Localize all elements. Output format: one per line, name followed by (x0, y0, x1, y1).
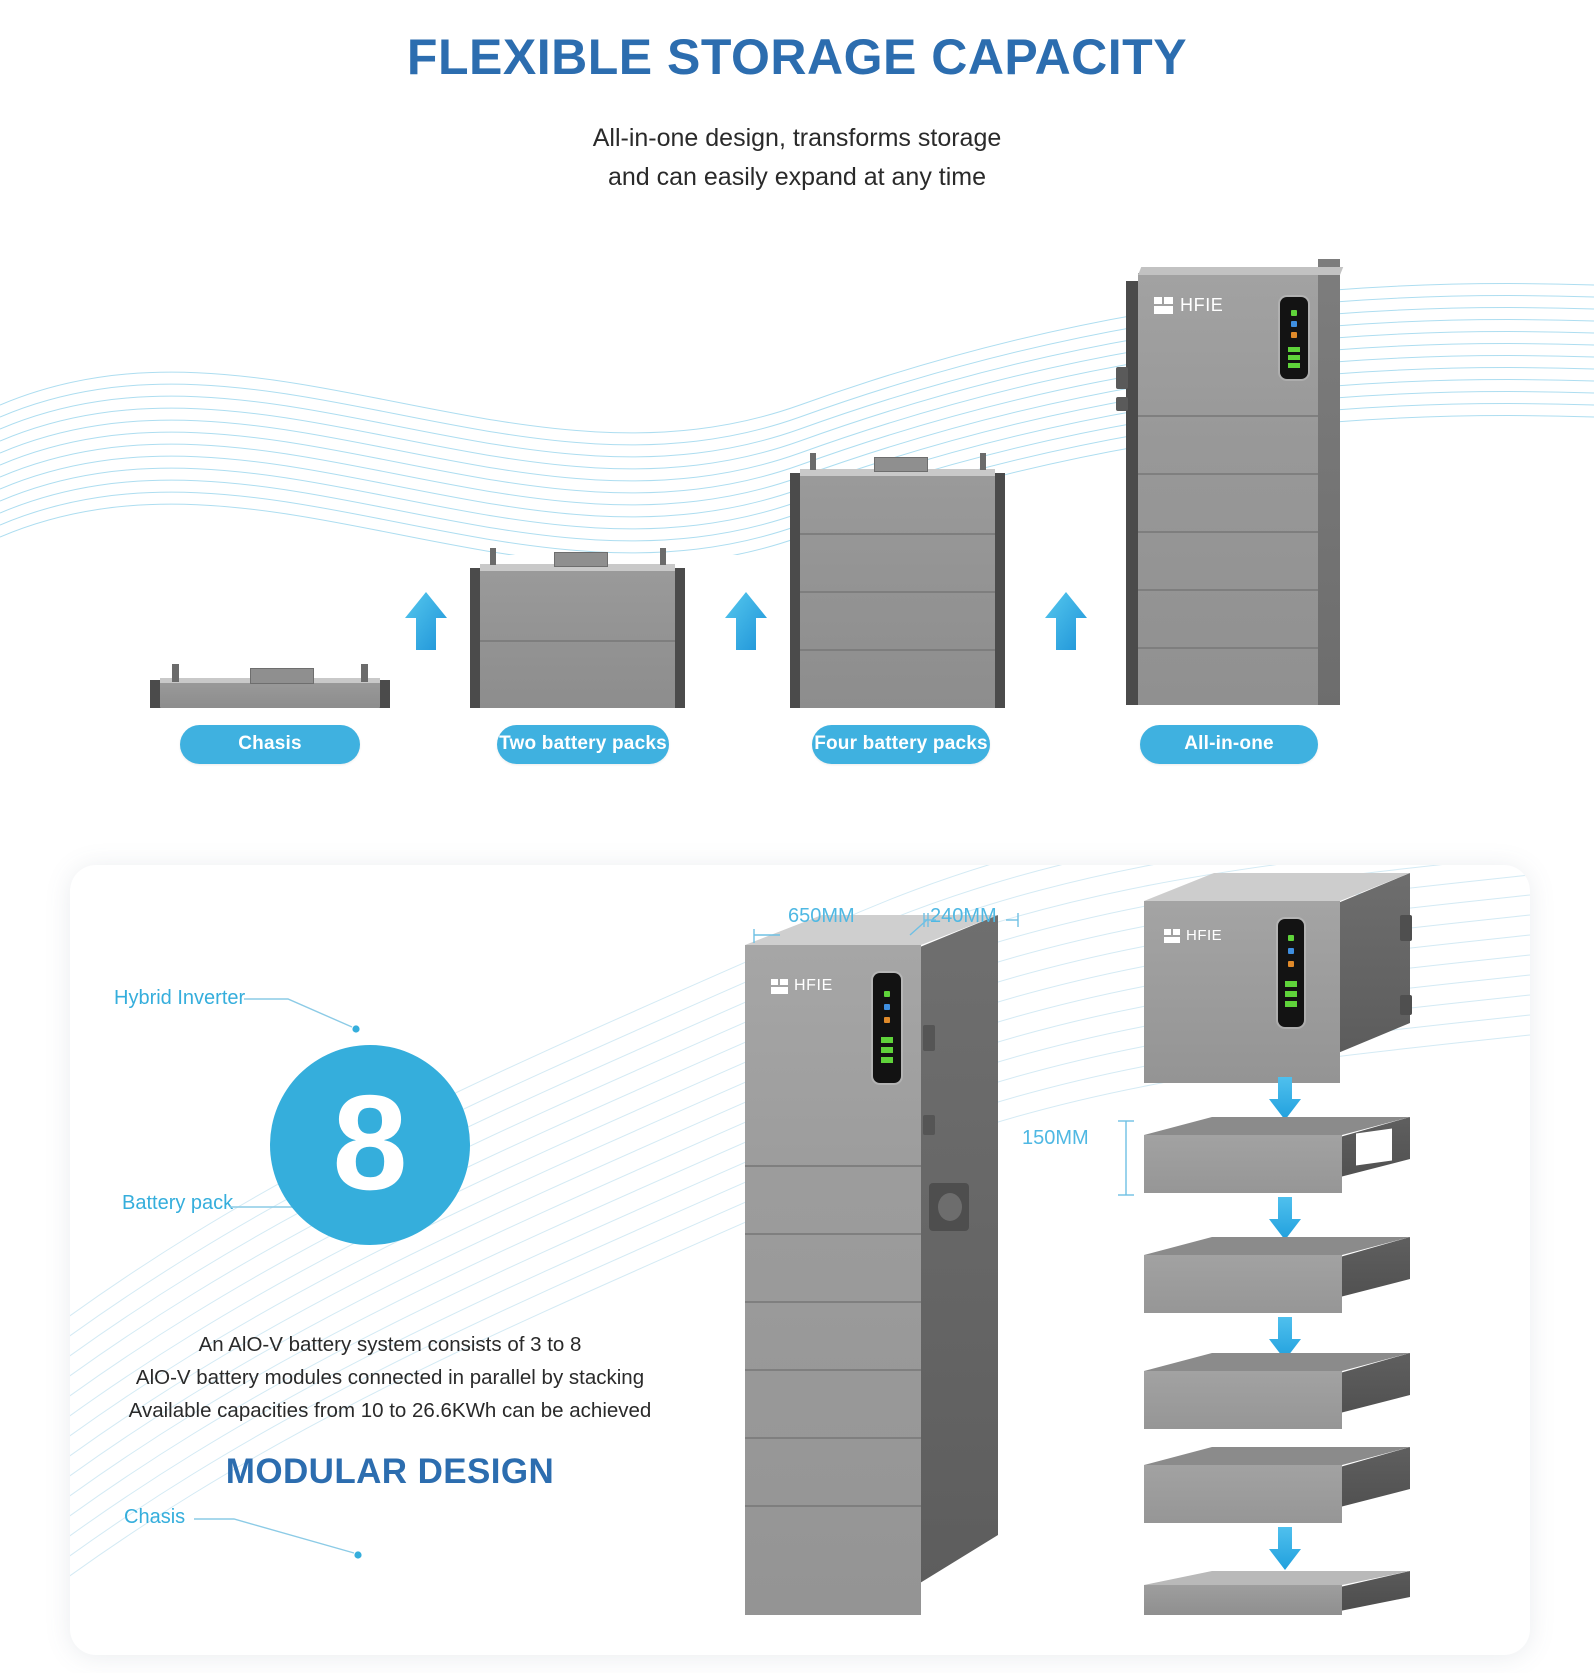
stage-arrow-1 (405, 592, 447, 650)
stage-label-all-in-one: All-in-one (1140, 725, 1318, 764)
explode-arrow-2 (1269, 1197, 1301, 1240)
capacity-stage-row: Chasis Two battery packs Four battery p (0, 240, 1594, 770)
stage-label-four-battery-packs: Four battery packs (812, 725, 990, 764)
modular-design-card: HFIE 650MM 240MM (70, 865, 1530, 1655)
explode-arrow-1 (1269, 1077, 1301, 1120)
battery-bar-1 (1288, 347, 1300, 352)
modular-description-line-1: An AlO-V battery system consists of 3 to… (198, 1333, 582, 1356)
battery-bar-2 (881, 1047, 893, 1053)
status-led-orange (884, 1017, 890, 1023)
module-cutout (1356, 1128, 1392, 1166)
callout-chasis-leader (194, 1518, 362, 1559)
battery-bar-2 (1288, 355, 1300, 360)
exploded-chasis-base (1128, 1571, 1438, 1631)
stage-arrow-3 (1045, 592, 1087, 650)
callout-hybrid-inverter-leader (244, 998, 360, 1033)
side-connector-dial (938, 1193, 962, 1221)
exploded-led-panel (1278, 919, 1304, 1027)
led-indicator-panel (1280, 297, 1308, 379)
page-subtitle: All-in-one design, transforms storage an… (0, 119, 1594, 197)
stage-chasis (150, 660, 390, 710)
capacity-badge-number: 8 (332, 1066, 408, 1218)
page-title: FLEXIBLE STORAGE CAPACITY (406, 29, 1188, 85)
exploded-module-4 (1128, 1447, 1438, 1527)
exploded-view: HFIE (1022, 865, 1510, 1655)
modular-description-line-2: AlO-V battery modules connected in paral… (135, 1366, 645, 1390)
status-led-orange (1288, 961, 1294, 967)
battery-bar-3 (1285, 1001, 1297, 1007)
modular-description-line-3: Available capacities from 10 to 26.6KWh … (128, 1399, 652, 1423)
status-led-blue (1288, 948, 1294, 954)
exploded-module-3 (1128, 1353, 1438, 1433)
capacity-badge: 8 (270, 1045, 470, 1245)
exploded-module-2 (1128, 1237, 1438, 1317)
exploded-brand-logo: HFIE (1164, 927, 1222, 944)
status-led-orange (1291, 332, 1297, 338)
stacked-tower-unit: HFIE (745, 915, 1005, 1615)
depth-dimension-line (923, 913, 1019, 927)
status-led-green (884, 991, 890, 997)
explode-arrow-3 (1269, 1317, 1301, 1360)
modular-description: An AlO-V battery system consists of 3 to… (110, 1328, 670, 1428)
stage-four-battery-packs (790, 445, 1005, 710)
module-height-dimension-line (1118, 1120, 1134, 1196)
status-led-blue (884, 1004, 890, 1010)
tower-brand-logo: HFIE (771, 977, 833, 995)
callout-chasis-label: Chasis (124, 1506, 186, 1528)
stage-all-in-one: HFIE (1108, 255, 1344, 710)
four-square-grid-icon (1154, 297, 1173, 314)
exploded-brand-logo-text: HFIE (1186, 927, 1223, 944)
subtitle-line-2: and can easily expand at any time (607, 162, 986, 191)
battery-bar-1 (1285, 981, 1297, 987)
module-height-dimension-label: 150MM (1022, 1127, 1089, 1149)
stage-label-two-battery-packs: Two battery packs (497, 725, 669, 764)
status-led-green (1291, 310, 1297, 316)
tower-led-panel (873, 973, 901, 1083)
stage-two-battery-packs (470, 540, 685, 710)
exploded-inverter-unit: HFIE (1128, 873, 1438, 1088)
brand-logo: HFIE (1154, 295, 1223, 316)
four-square-grid-icon (771, 978, 788, 994)
battery-bar-1 (881, 1037, 893, 1043)
battery-bar-3 (1288, 363, 1300, 368)
status-led-blue (1291, 321, 1297, 327)
tower-brand-logo-text: HFIE (794, 977, 833, 994)
exploded-module-1 (1128, 1117, 1438, 1197)
modular-design-heading: MODULAR DESIGN (225, 1452, 555, 1491)
battery-bar-3 (881, 1057, 893, 1063)
battery-bar-2 (1285, 991, 1297, 997)
depth-dimension-label: 240MM (930, 905, 997, 927)
explode-arrow-4 (1269, 1527, 1301, 1570)
four-square-grid-icon (1164, 928, 1180, 943)
callout-hybrid-inverter-label: Hybrid Inverter (114, 987, 246, 1009)
status-led-green (1288, 935, 1294, 941)
brand-logo-text: HFIE (1180, 295, 1224, 315)
callout-battery-pack-label: Battery pack (122, 1192, 234, 1214)
subtitle-line-1: All-in-one design, transforms storage (592, 124, 1002, 152)
width-dimension-label: 650MM (788, 905, 855, 927)
stage-arrow-2 (725, 592, 767, 650)
stage-label-chasis: Chasis (180, 725, 360, 764)
header: FLEXIBLE STORAGE CAPACITY All-in-one des… (0, 0, 1594, 197)
